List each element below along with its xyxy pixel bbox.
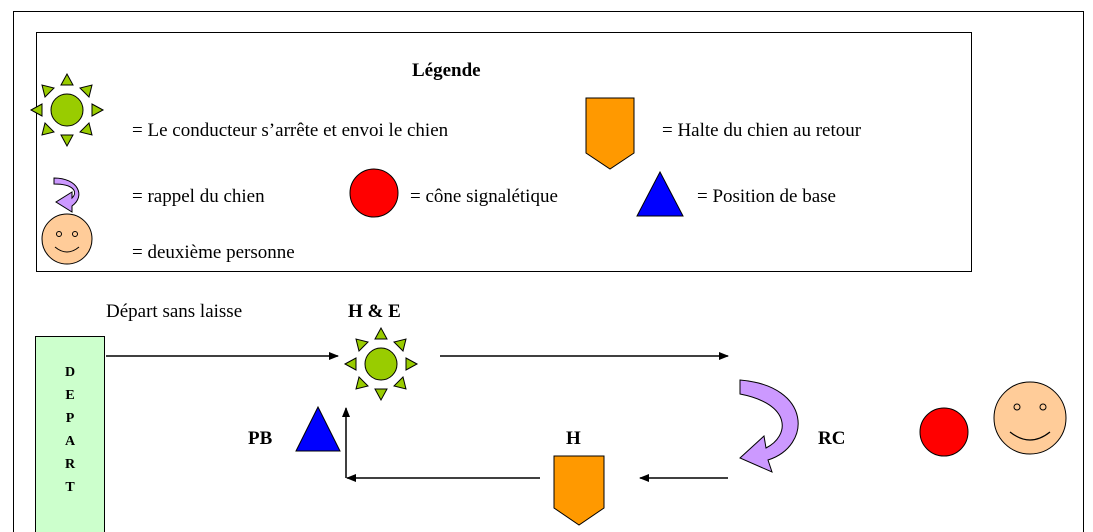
legend-halt-return-text: = Halte du chien au retour [662, 120, 862, 141]
h-label: H [566, 428, 581, 449]
legend-title: Légende [412, 60, 481, 81]
diagram-frame [13, 11, 1084, 532]
start-label: Départ sans laisse [106, 301, 243, 322]
depart-letters: D E P A R T [36, 361, 104, 499]
depart-letter: R [64, 457, 76, 472]
depart-letter: T [65, 480, 75, 495]
legend-conductor-stop-text: = Le conducteur s’arrête et envoi le chi… [132, 120, 449, 141]
depart-box: D E P A R T [35, 336, 105, 532]
rc-label: RC [818, 428, 846, 449]
legend-box [36, 32, 972, 272]
depart-letter: E [65, 388, 75, 403]
pb-label: PB [248, 428, 273, 449]
legend-base-position-text: = Position de base [697, 186, 836, 207]
legend-second-person-text: = deuxième personne [132, 242, 295, 263]
he-label: H & E [348, 301, 401, 322]
legend-cone-text: = cône signalétique [410, 186, 558, 207]
depart-letter: P [65, 411, 75, 426]
depart-letter: D [64, 365, 76, 380]
depart-letter: A [64, 434, 76, 449]
legend-recall-text: = rappel du chien [132, 186, 265, 207]
